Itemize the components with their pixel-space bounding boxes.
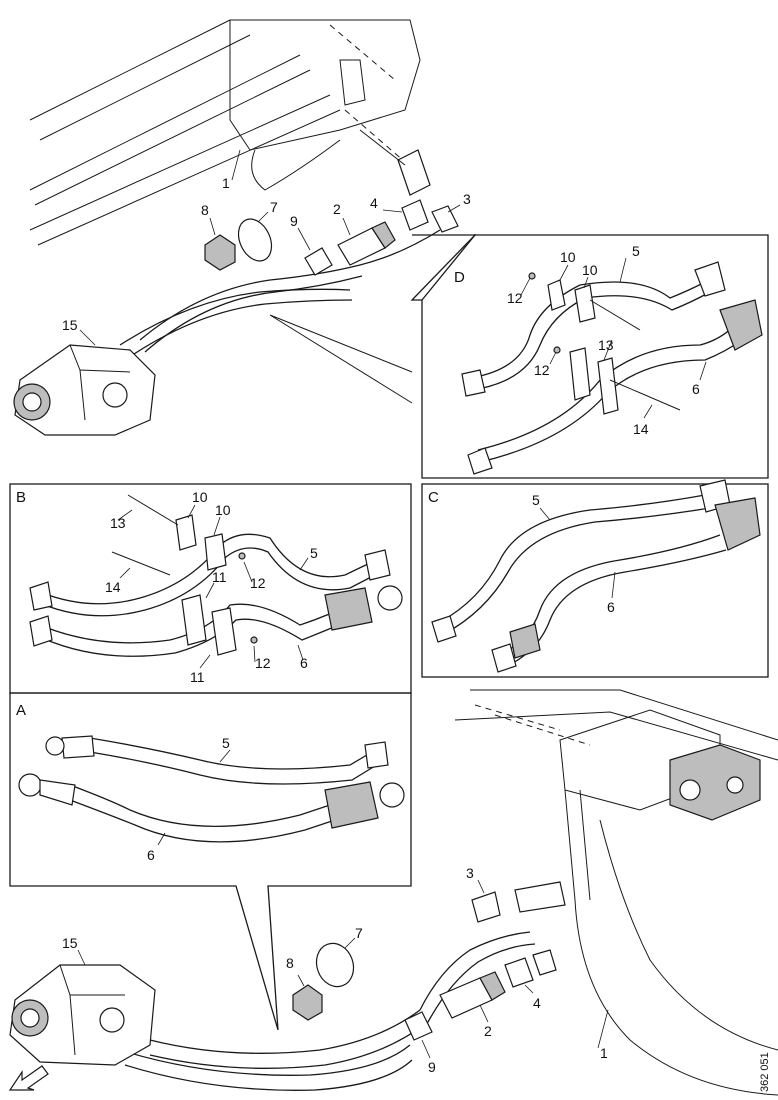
callout-5-B: 5 [310,545,318,561]
clamp-7-bottom [315,942,355,988]
callout-6-A: 6 [147,847,155,863]
bottom-connector [514,881,566,913]
tank-outlet-fitting [397,149,431,196]
parts-row-bottom [292,891,557,1041]
d-coupling-6 [719,299,763,351]
callout-1-bottom: 1 [600,1045,608,1061]
d-clamp-10b [574,284,596,323]
callout-5-A: 5 [222,735,230,751]
callout-4-top: 4 [370,195,378,211]
b-clamp-11a [181,594,207,646]
b-clamp-11b [211,607,237,656]
panel-A: A 5 6 [9,692,412,1031]
b-clamp-10a [175,514,197,551]
callout-15-top: 15 [62,317,78,333]
fitting-3 [431,205,459,233]
bottom-callouts: 1 2 3 4 7 8 9 15 [62,865,609,1075]
d-clamp-10a [547,279,566,311]
callout-6-D: 6 [692,381,700,397]
d-clamp-11a [569,347,591,401]
parts-row-top [204,199,459,276]
panel-D-label: D [454,269,465,286]
callout-2-top: 2 [333,201,341,217]
b-coupling-6 [324,587,373,631]
callout-8-top: 8 [201,202,209,218]
callout-13-D: 13 [598,337,614,353]
callout-4-bottom: 4 [533,995,541,1011]
a-fitting-5 [364,741,389,769]
valve-block-bottom [669,744,761,821]
callout-3-top: 3 [463,191,471,207]
panel-B-label: B [16,489,26,506]
callout-9-top: 9 [290,213,298,229]
callout-12-B-a: 12 [250,575,266,591]
clamp-9-bottom [404,1011,433,1041]
callout-13-B: 13 [110,515,126,531]
callout-10-B-a: 10 [192,489,208,505]
panel-C: C 5 6 [421,479,769,678]
bottom-scene: 1 2 3 4 7 8 9 15 362 051 [8,689,778,1096]
callout-15-bottom: 15 [62,935,78,951]
pump-15-bottom [9,964,156,1066]
panel-B: B 10 10 5 13 14 11 12 1 [9,483,412,694]
callout-10-D-a: 10 [560,249,576,265]
clamp-7 [237,218,273,262]
clip-4 [401,199,429,231]
callout-12-D-b: 12 [534,362,550,378]
callout-8-bottom: 8 [286,955,294,971]
callout-7-top: 7 [270,199,278,215]
callout-14-D: 14 [633,421,649,437]
clip-4-bottom [504,957,534,988]
c-coupling-6 [714,497,761,551]
nut-8-bottom [292,984,323,1021]
callout-6-C: 6 [607,599,615,615]
image-code: 362 051 [759,1052,771,1092]
fitting-3-bottom [471,891,501,923]
callout-5-C: 5 [532,492,540,508]
callout-12-D-a: 12 [507,290,523,306]
callout-1-top: 1 [222,175,230,191]
callout-3-bottom: 3 [466,865,474,881]
callout-14-B: 14 [105,579,121,595]
callout-11-B-a: 11 [212,569,227,585]
panel-A-label: A [16,702,26,719]
d-fitting-5 [694,261,726,297]
top-scene: 1 2 3 4 7 8 9 15 [13,19,471,436]
callout-9-bottom: 9 [428,1059,436,1075]
callout-5-D: 5 [632,243,640,259]
pump-15-top [13,344,156,436]
callout-10-D-b: 10 [582,262,598,278]
nut-8 [204,234,236,271]
b-fitting-5 [364,549,391,581]
clamp-9 [304,247,333,276]
callout-2-bottom: 2 [484,1023,492,1039]
callout-12-B-b: 12 [255,655,271,671]
panel-C-label: C [428,489,439,506]
callout-11-B-b: 11 [190,669,205,685]
callout-6-B: 6 [300,655,308,671]
front-arrow-icon [8,1065,49,1091]
callout-7-bottom: 7 [355,925,363,941]
panel-D: D 10 10 5 12 12 13 6 14 [410,234,769,479]
top-callouts: 1 2 3 4 7 8 9 15 [62,149,471,346]
a-coupling-6 [324,781,379,829]
d-clamp-11b [597,357,619,415]
b-clamp-10b [204,533,227,571]
callout-10-B-b: 10 [215,502,231,518]
